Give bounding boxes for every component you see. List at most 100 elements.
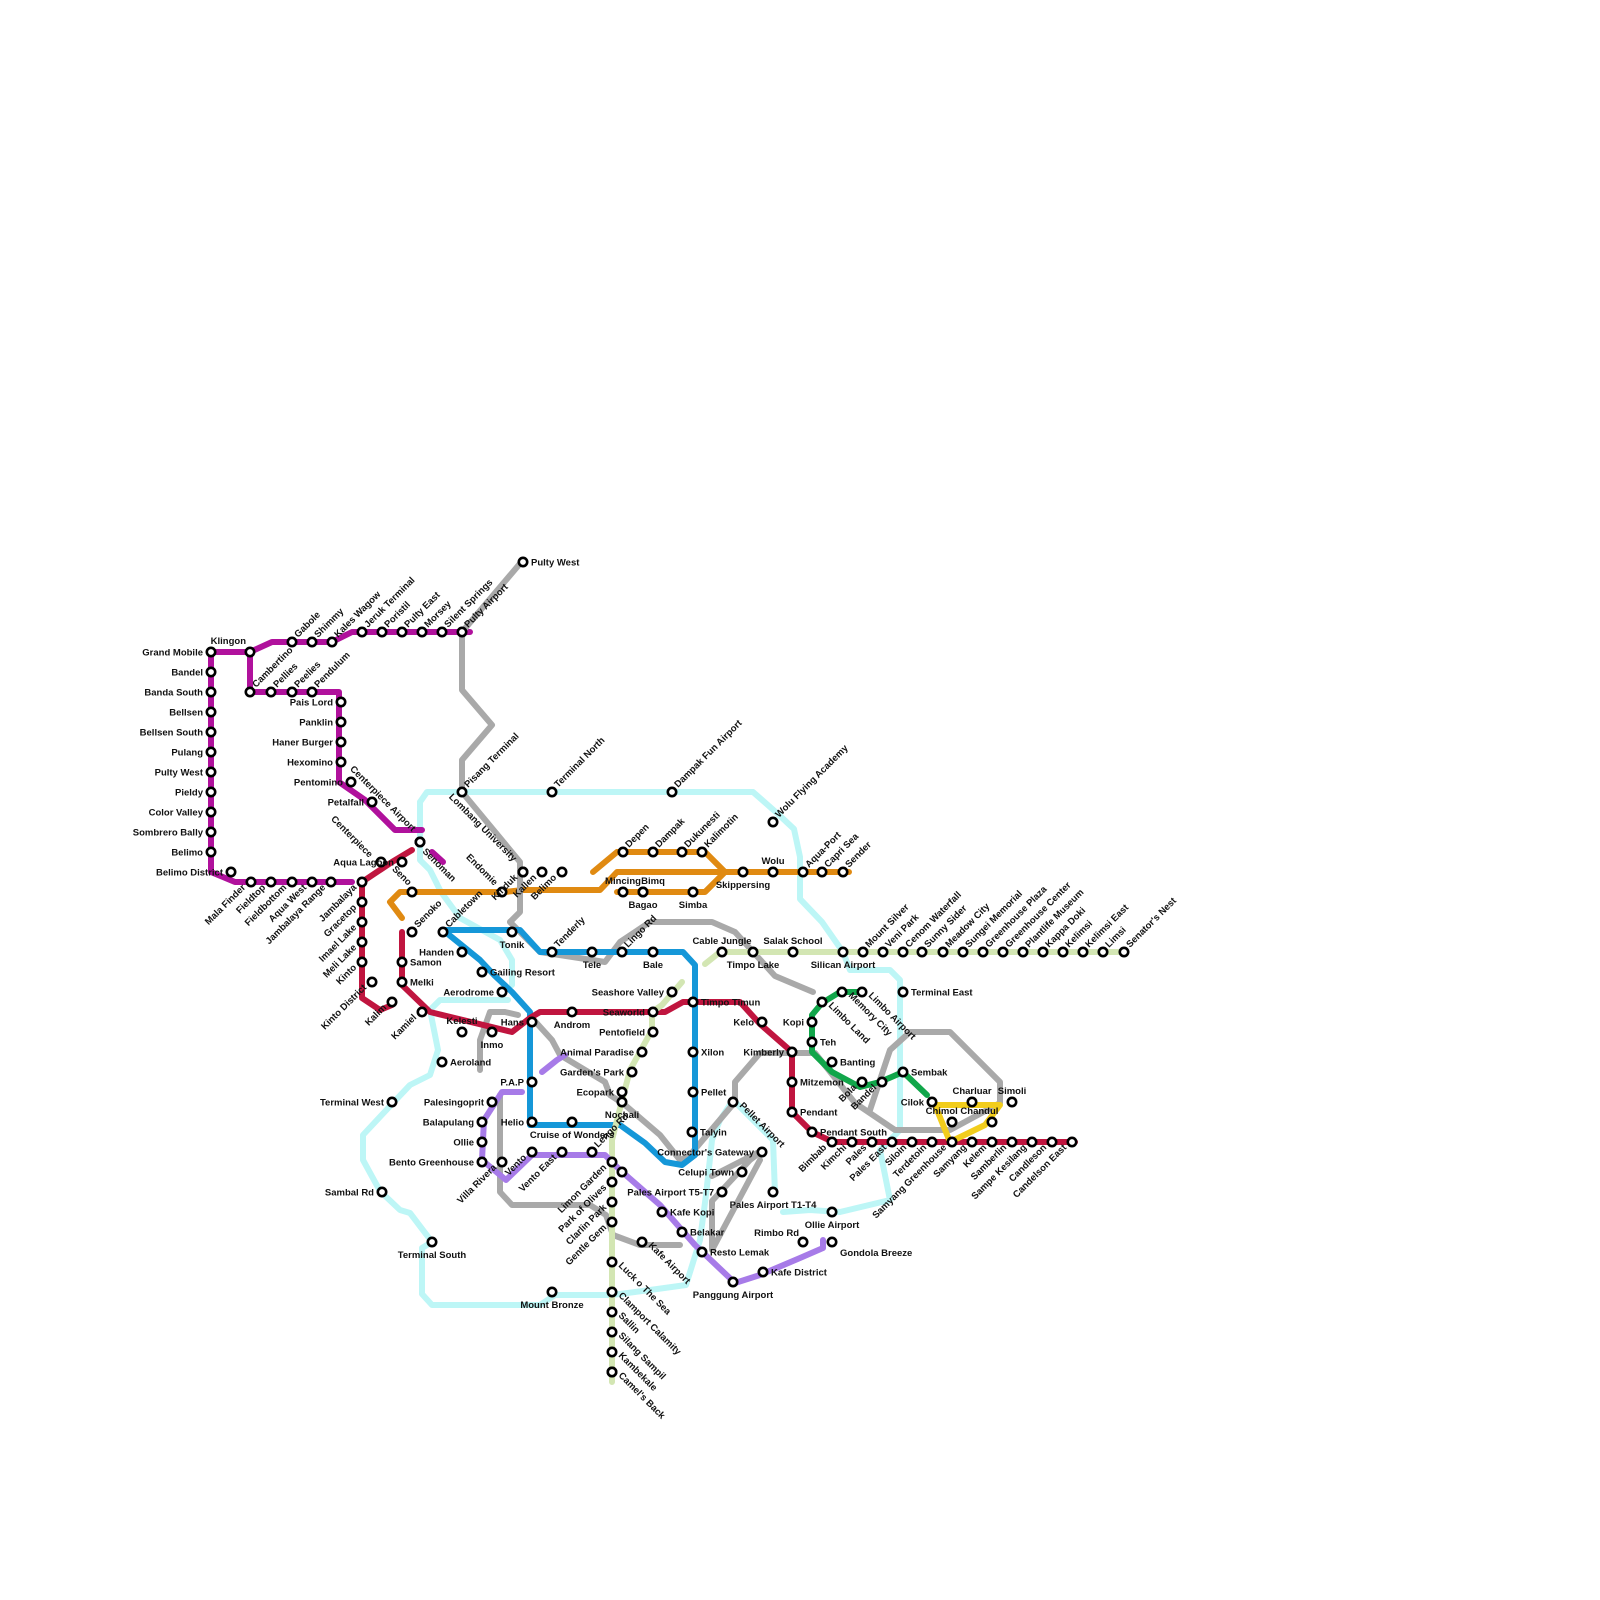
station-marker[interactable]: [478, 1158, 486, 1166]
station-marker[interactable]: [678, 1228, 686, 1236]
station-marker[interactable]: [899, 988, 907, 996]
station-marker[interactable]: [608, 1198, 616, 1206]
station-marker[interactable]: [498, 988, 506, 996]
station-marker[interactable]: [799, 1238, 807, 1246]
station-marker[interactable]: [519, 558, 527, 566]
station-marker[interactable]: [758, 1018, 766, 1026]
station-marker[interactable]: [568, 1008, 576, 1016]
station-marker[interactable]: [1039, 948, 1047, 956]
station-marker[interactable]: [416, 838, 424, 846]
station-marker[interactable]: [327, 878, 335, 886]
station-marker[interactable]: [828, 1138, 836, 1146]
station-marker[interactable]: [739, 868, 747, 876]
station-marker[interactable]: [718, 948, 726, 956]
station-marker[interactable]: [1008, 1138, 1016, 1146]
station-marker[interactable]: [337, 698, 345, 706]
station-marker[interactable]: [749, 948, 757, 956]
station-marker[interactable]: [948, 1138, 956, 1146]
station-marker[interactable]: [267, 688, 275, 696]
station-marker[interactable]: [789, 948, 797, 956]
station-marker[interactable]: [818, 998, 826, 1006]
station-marker[interactable]: [558, 1148, 566, 1156]
station-marker[interactable]: [698, 1248, 706, 1256]
station-marker[interactable]: [689, 888, 697, 896]
station-marker[interactable]: [799, 868, 807, 876]
station-marker[interactable]: [879, 948, 887, 956]
station-marker[interactable]: [608, 1158, 616, 1166]
station-marker[interactable]: [649, 948, 657, 956]
station-marker[interactable]: [508, 928, 516, 936]
station-marker[interactable]: [928, 1138, 936, 1146]
station-marker[interactable]: [358, 898, 366, 906]
station-marker[interactable]: [519, 868, 527, 876]
station-marker[interactable]: [368, 978, 376, 986]
station-marker[interactable]: [548, 788, 556, 796]
station-marker[interactable]: [558, 868, 566, 876]
station-marker[interactable]: [478, 1118, 486, 1126]
station-marker[interactable]: [769, 868, 777, 876]
station-marker[interactable]: [839, 868, 847, 876]
station-marker[interactable]: [608, 1258, 616, 1266]
station-marker[interactable]: [408, 888, 416, 896]
station-marker[interactable]: [608, 1328, 616, 1336]
station-marker[interactable]: [207, 808, 215, 816]
station-marker[interactable]: [207, 668, 215, 676]
station-marker[interactable]: [608, 1308, 616, 1316]
station-marker[interactable]: [619, 888, 627, 896]
station-marker[interactable]: [618, 948, 626, 956]
station-marker[interactable]: [619, 848, 627, 856]
station-marker[interactable]: [358, 938, 366, 946]
station-marker[interactable]: [608, 1178, 616, 1186]
station-marker[interactable]: [1028, 1138, 1036, 1146]
station-marker[interactable]: [418, 628, 426, 636]
station-marker[interactable]: [478, 968, 486, 976]
station-marker[interactable]: [207, 708, 215, 716]
station-marker[interactable]: [1059, 948, 1067, 956]
station-marker[interactable]: [858, 1078, 866, 1086]
station-marker[interactable]: [608, 1288, 616, 1296]
station-marker[interactable]: [788, 1048, 796, 1056]
station-marker[interactable]: [968, 1138, 976, 1146]
station-marker[interactable]: [959, 948, 967, 956]
station-marker[interactable]: [488, 1098, 496, 1106]
station-marker[interactable]: [899, 948, 907, 956]
station-marker[interactable]: [498, 1158, 506, 1166]
station-marker[interactable]: [678, 848, 686, 856]
station-marker[interactable]: [458, 788, 466, 796]
station-marker[interactable]: [548, 948, 556, 956]
station-marker[interactable]: [398, 628, 406, 636]
station-marker[interactable]: [988, 1118, 996, 1126]
station-marker[interactable]: [247, 878, 255, 886]
station-marker[interactable]: [788, 1078, 796, 1086]
station-marker[interactable]: [207, 848, 215, 856]
station-marker[interactable]: [689, 1048, 697, 1056]
station-marker[interactable]: [918, 948, 926, 956]
station-marker[interactable]: [267, 878, 275, 886]
station-marker[interactable]: [689, 1088, 697, 1096]
station-marker[interactable]: [649, 848, 657, 856]
station-marker[interactable]: [328, 638, 336, 646]
station-marker[interactable]: [808, 1038, 816, 1046]
station-marker[interactable]: [548, 1288, 556, 1296]
station-marker[interactable]: [358, 958, 366, 966]
station-marker[interactable]: [538, 868, 546, 876]
station-marker[interactable]: [618, 1168, 626, 1176]
station-marker[interactable]: [689, 998, 697, 1006]
station-marker[interactable]: [207, 768, 215, 776]
station-marker[interactable]: [358, 628, 366, 636]
station-marker[interactable]: [207, 748, 215, 756]
station-marker[interactable]: [649, 1028, 657, 1036]
station-marker[interactable]: [788, 1108, 796, 1116]
station-marker[interactable]: [227, 868, 235, 876]
station-marker[interactable]: [608, 1348, 616, 1356]
station-marker[interactable]: [418, 1008, 426, 1016]
station-marker[interactable]: [859, 948, 867, 956]
station-marker[interactable]: [808, 1018, 816, 1026]
station-marker[interactable]: [729, 1278, 737, 1286]
station-marker[interactable]: [808, 1128, 816, 1136]
station-marker[interactable]: [528, 1018, 536, 1026]
station-marker[interactable]: [388, 1098, 396, 1106]
station-marker[interactable]: [868, 1138, 876, 1146]
station-marker[interactable]: [438, 628, 446, 636]
station-marker[interactable]: [308, 688, 316, 696]
